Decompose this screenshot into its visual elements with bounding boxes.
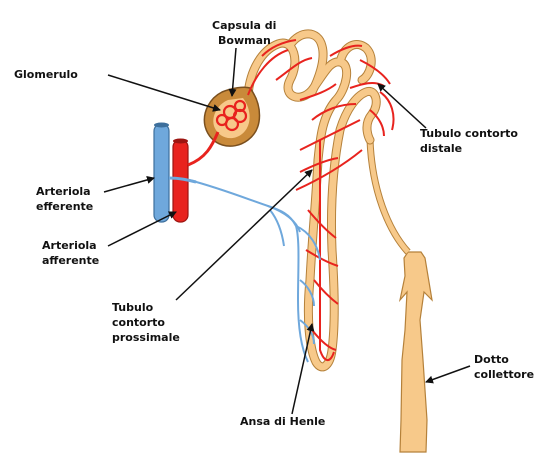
label-arteriola-afferente: Arteriola afferente [42, 238, 99, 268]
leader-ansa [292, 324, 312, 414]
venous-capillaries [189, 180, 320, 362]
efferent-arteriole [154, 123, 169, 223]
leader-arteriola-afferente [108, 212, 176, 246]
label-tubulo-contorto-distale: Tubulo contorto distale [420, 126, 518, 156]
label-tubulo-contorto-prossimale: Tubulo contorto prossimale [112, 300, 180, 345]
leader-glomerulo [108, 75, 220, 110]
leader-tubulo-prossimale [176, 170, 312, 300]
label-arteriola-efferente: Arteriola efferente [36, 184, 93, 214]
label-glomerulo: Glomerulo [14, 67, 78, 82]
leader-dotto [426, 366, 470, 382]
label-dotto-collettore: Dotto collettore [474, 352, 534, 382]
label-ansa-henle: Ansa di Henle [240, 414, 325, 429]
collecting-duct [370, 140, 432, 452]
leader-arteriola-efferente [104, 178, 154, 192]
leader-tubulo-distale [378, 84, 426, 128]
tubules [248, 34, 376, 367]
label-capsula-bowman: Capsula di Bowman [212, 18, 276, 48]
